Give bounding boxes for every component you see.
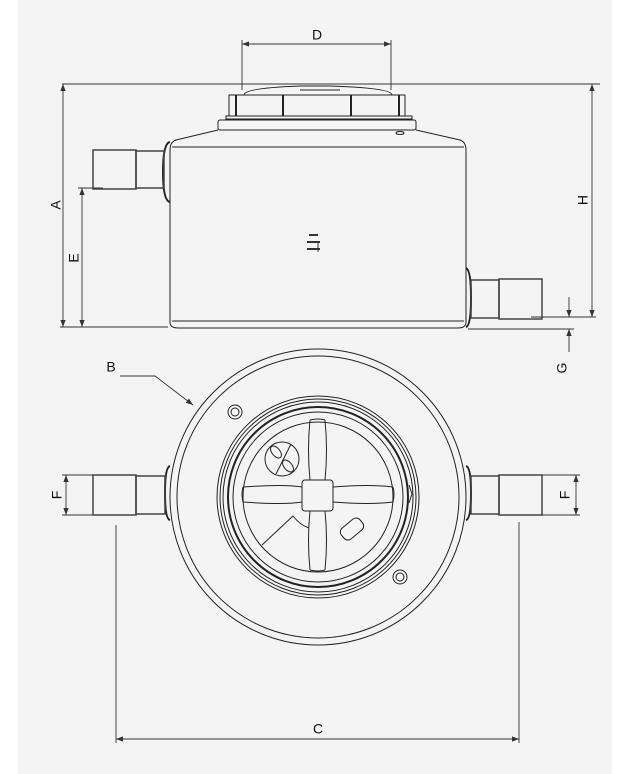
dimension-f-left: F — [49, 474, 93, 516]
top-view: B F F C — [49, 348, 580, 743]
dimension-label-f-left: F — [49, 491, 65, 500]
embossed-marking — [307, 234, 320, 252]
outlet-pipe-right-side — [465, 267, 543, 328]
handle-cross-horizontal — [241, 485, 395, 504]
tank-outer-circle — [169, 348, 467, 646]
dimension-f-right: F — [542, 474, 580, 516]
center-hub — [301, 479, 334, 512]
dimension-label-e: E — [66, 253, 82, 262]
dimension-label-f-right: F — [557, 491, 573, 500]
lid-top — [216, 395, 420, 599]
arrow-symbol — [264, 441, 300, 477]
inlet-pipe-left-side — [92, 141, 171, 203]
dimension-label-a: A — [48, 200, 64, 210]
dimension-g: G — [468, 297, 574, 373]
dimension-label-b: B — [106, 359, 115, 375]
dimension-a: A — [48, 84, 168, 328]
leader-b: B — [106, 359, 194, 406]
dimension-label-g: G — [554, 363, 570, 374]
dimension-label-d: D — [312, 27, 322, 43]
slot — [339, 517, 365, 541]
dimension-d: D — [241, 27, 392, 90]
dimension-label-c: C — [313, 721, 323, 737]
bolt-holes — [227, 404, 408, 585]
side-view: D A E H G — [48, 27, 600, 373]
handle-cross-vertical — [308, 418, 327, 572]
dimension-h: H — [531, 84, 596, 318]
lid-side — [217, 85, 417, 135]
dimension-e: E — [66, 187, 103, 327]
dimension-c: C — [115, 522, 520, 743]
outlet-pipe-right-top — [465, 465, 543, 521]
tank-body-side — [169, 129, 467, 329]
wedge-marking — [261, 515, 310, 546]
inlet-pipe-left-top — [92, 465, 171, 521]
dimension-label-h: H — [575, 195, 591, 205]
